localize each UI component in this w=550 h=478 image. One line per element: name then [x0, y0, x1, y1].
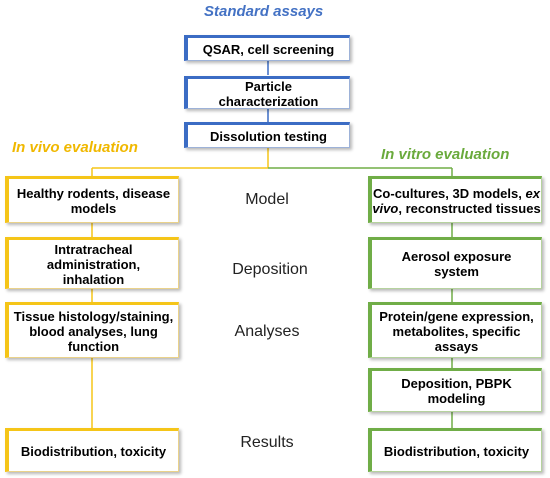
- box-label: Deposition, PBPK modeling: [401, 376, 512, 406]
- box-invitro-results: Biodistribution, toxicity: [368, 428, 542, 472]
- box-qsar-cell-screening: QSAR, cell screening: [184, 35, 350, 61]
- box-label: Aerosol exposure system: [401, 249, 512, 279]
- box-label: Tissue histology/staining, blood analyse…: [13, 308, 174, 354]
- box-label: Biodistribution, toxicity: [383, 443, 530, 459]
- box-invitro-analyses: Protein/gene expression, metabolites, sp…: [368, 302, 542, 358]
- heading-in-vivo: In vivo evaluation: [12, 139, 138, 156]
- box-label: Healthy rodents, disease models: [16, 185, 171, 216]
- box-label: QSAR, cell screening: [202, 41, 335, 57]
- box-invitro-deposition: Aerosol exposure system: [368, 237, 542, 289]
- heading-standard-assays: Standard assays: [204, 3, 324, 20]
- box-label: Particle characterization: [218, 78, 319, 109]
- box-invivo-analyses: Tissue histology/staining, blood analyse…: [5, 302, 179, 358]
- box-invitro-modeling: Deposition, PBPK modeling: [368, 368, 542, 412]
- stage-label-analyses: Analyses: [234, 323, 300, 340]
- box-label: Intratracheal administration, inhalation: [46, 241, 141, 287]
- box-label-italic-part: ex vivo: [372, 185, 540, 216]
- stage-label-model: Model: [245, 191, 289, 208]
- heading-in-vitro: In vitro evaluation: [381, 146, 510, 163]
- box-invitro-model: Co-cultures, 3D models, ex vivo, reconst…: [368, 176, 542, 223]
- stage-label-results: Results: [240, 434, 294, 451]
- box-label: Biodistribution, toxicity: [20, 443, 167, 459]
- box-invivo-model: Healthy rodents, disease models: [5, 176, 179, 223]
- box-label-part: , reconstructed tissues: [398, 200, 541, 216]
- box-label: Co-cultures, 3D models, ex vivo, reconst…: [372, 186, 541, 216]
- box-invivo-deposition: Intratracheal administration, inhalation: [5, 237, 179, 289]
- box-invivo-results: Biodistribution, toxicity: [5, 428, 179, 472]
- box-label: Dissolution testing: [210, 128, 327, 144]
- box-dissolution-testing: Dissolution testing: [184, 122, 350, 148]
- stage-label-deposition: Deposition: [232, 261, 308, 278]
- box-label: Protein/gene expression, metabolites, sp…: [379, 308, 534, 354]
- box-particle-characterization: Particle characterization: [184, 76, 350, 109]
- box-label-part: Co-cultures, 3D models,: [373, 185, 526, 201]
